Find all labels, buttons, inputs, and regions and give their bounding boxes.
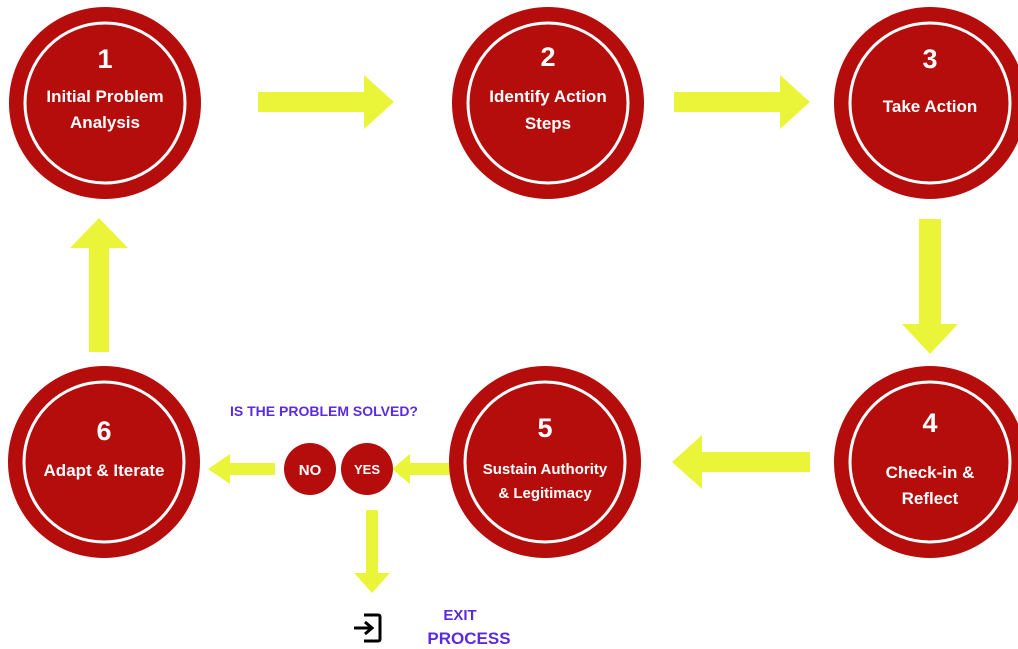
arrow-step5-to-yes — [392, 454, 450, 484]
step-5-node: 5 Sustain Authority & Legitimacy — [449, 366, 641, 558]
step-2-number: 2 — [540, 42, 555, 72]
step-4-node: 4 Check-in & Reflect — [834, 366, 1018, 558]
step-1-label-line-1: Initial Problem — [46, 87, 163, 106]
yes-option: YES — [341, 443, 393, 495]
step-6-number: 6 — [96, 416, 111, 446]
exit-label-line-1: EXIT — [443, 607, 476, 624]
no-label: NO — [299, 462, 322, 479]
step-3-number: 3 — [922, 44, 937, 74]
step-4-label-line-2: Reflect — [902, 489, 959, 508]
no-option: NO — [284, 443, 336, 495]
arrow-step6-to-step1 — [70, 218, 128, 352]
step-1-label-line-2: Analysis — [70, 113, 140, 132]
step-6-label-line-1: Adapt & Iterate — [44, 461, 165, 480]
exit-label-line-2: PROCESS — [427, 629, 510, 648]
arrow-yes-to-exit — [354, 510, 390, 593]
step-3-node: 3 Take Action — [834, 7, 1018, 199]
step-4-number: 4 — [922, 408, 937, 438]
arrow-step2-to-step3 — [674, 75, 810, 129]
arrow-step3-to-step4 — [902, 219, 958, 354]
step-2-node: 2 Identify Action Steps — [452, 7, 644, 199]
step-2-label-line-2: Steps — [525, 114, 571, 133]
step-4-label-line-1: Check-in & — [886, 463, 975, 482]
step-6-node: 6 Adapt & Iterate — [8, 366, 200, 558]
decision-question: IS THE PROBLEM SOLVED? — [230, 403, 418, 419]
step-5-number: 5 — [537, 413, 552, 443]
arrow-no-to-step6 — [208, 454, 275, 484]
step-1-node: 1 Initial Problem Analysis — [9, 7, 201, 199]
step-3-label-line-1: Take Action — [883, 97, 977, 116]
step-5-label-line-1: Sustain Authority — [483, 461, 608, 478]
arrow-step1-to-step2 — [258, 75, 394, 129]
arrow-step4-to-step5 — [672, 435, 810, 489]
exit-icon — [354, 613, 382, 643]
step-5-label-line-2: & Legitimacy — [498, 485, 592, 502]
step-2-label-line-1: Identify Action — [489, 87, 606, 106]
yes-label: YES — [354, 462, 380, 477]
step-1-number: 1 — [97, 44, 112, 74]
